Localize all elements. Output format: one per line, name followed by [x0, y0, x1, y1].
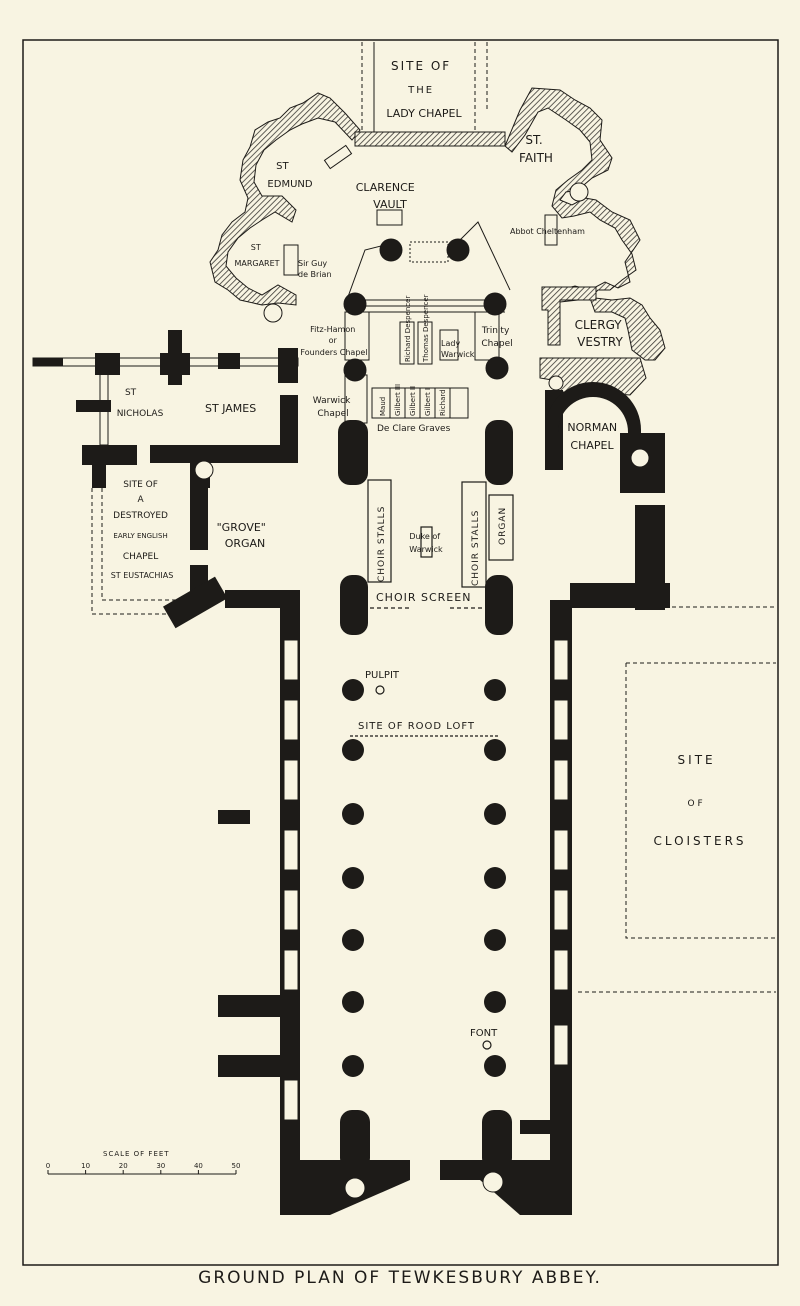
organ-case — [488, 494, 514, 561]
scale-tick-label: 40 — [194, 1162, 203, 1170]
choir-stalls-north — [367, 479, 392, 583]
svg-text:De Clare Graves: De Clare Graves — [377, 424, 451, 434]
choir-furniture — [350, 479, 514, 1050]
label-lady-chapel-1: SITE OF — [391, 59, 451, 73]
svg-text:CHOIR STALLS: CHOIR STALLS — [471, 510, 481, 586]
svg-text:ORGAN: ORGAN — [498, 507, 508, 545]
svg-text:CLARENCE VAULT: CLARENCE VAULT — [356, 181, 419, 211]
svg-text:SCALE OF FEET: SCALE OF FEET — [103, 1150, 170, 1158]
svg-text:Trinity Chapel: Trinity Chapel — [481, 326, 513, 349]
svg-text:CHOIR SCREEN: CHOIR SCREEN — [376, 591, 471, 604]
svg-text:SITE OF A DESTROYE: SITE OF A DESTROYED EARLY ENGLISH CHAPEL… — [111, 480, 174, 580]
scale-tick-label: 0 — [46, 1162, 50, 1170]
svg-text:Richard Despencer: Richard Despencer — [404, 296, 412, 362]
scale-tick-label: 10 — [81, 1162, 90, 1170]
nave-pier — [484, 929, 506, 951]
svg-text:Thomas Despencer: Thomas Despencer — [422, 294, 430, 363]
svg-text:Abbot Cheltenham: Abbot Cheltenham — [510, 227, 585, 236]
svg-text:PULPIT: PULPIT — [365, 670, 400, 681]
nave-piers — [342, 679, 506, 1077]
presbytery-piers — [343, 238, 509, 382]
scale-tick-label: 30 — [156, 1162, 165, 1170]
nave-pier — [484, 1055, 506, 1077]
nave-pier — [484, 867, 506, 889]
svg-text:Gilbert II: Gilbert II — [409, 386, 417, 416]
svg-text:FONT: FONT — [470, 1028, 498, 1039]
site-outlines — [91, 488, 776, 993]
nave-pier — [484, 679, 506, 701]
scale-tick-label: 20 — [119, 1162, 128, 1170]
nave-pier — [342, 1055, 364, 1077]
scale-bar: SCALE OF FEET 0 10 20 30 40 50 — [46, 1150, 241, 1175]
label-lady-chapel-3: LADY CHAPEL — [386, 107, 462, 120]
svg-text:"GROVE" ORGAN: "GROVE" ORGAN — [217, 521, 270, 550]
nave-pier — [342, 739, 364, 761]
nave-pier — [484, 739, 506, 761]
labels: SITE OF THE LADY CHAPEL ST EDMUND ST. FA… — [111, 59, 746, 1039]
svg-text:Sir Guy de Brian: Sir Guy de Brian — [298, 259, 332, 279]
svg-text:Fitz-Hamon or Foun: Fitz-Hamon or Founders Chapel — [300, 325, 367, 357]
svg-text:ST. FAITH: ST. FAITH — [519, 133, 553, 165]
svg-text:Duke of Warwick: Duke of Warwick — [409, 532, 443, 554]
norman-walls — [32, 330, 670, 1215]
svg-text:NORMAN CHAPEL: NORMAN CHAPEL — [567, 421, 620, 452]
svg-text:Gilbert III: Gilbert III — [394, 384, 402, 416]
svg-text:Maud: Maud — [379, 397, 387, 416]
svg-text:Gilbert I: Gilbert I — [424, 388, 432, 416]
pulpit-marker — [375, 685, 385, 695]
duke-of-warwick-tomb — [420, 526, 433, 558]
plate-border — [22, 39, 779, 1266]
choir-stalls-south — [461, 481, 487, 588]
svg-text:SITE OF CLOISTERS: SITE OF CLOISTERS — [653, 753, 746, 848]
nave-pier — [484, 991, 506, 1013]
svg-text:Lady Warwick: Lady Warwick — [441, 339, 475, 359]
label-lady-chapel-2: THE — [407, 85, 434, 96]
svg-text:CHOIR STALLS: CHOIR STALLS — [377, 506, 387, 582]
svg-text:SITE OF THE LADY C: SITE OF THE LADY CHAPEL — [386, 59, 462, 120]
svg-text:ST MARGARET: ST MARGARET — [234, 243, 279, 268]
svg-text:SITE OF ROOD LOFT: SITE OF ROOD LOFT — [358, 721, 475, 732]
svg-text:CLERGY VESTRY: CLERGY VESTRY — [575, 318, 626, 349]
svg-text:Warwick Chapel: Warwick Chapel — [313, 396, 353, 419]
svg-text:ST NICHOLAS: ST NICHOLAS — [117, 388, 164, 419]
plate-caption: GROUND PLAN OF TEWKESBURY ABBEY. — [198, 1268, 602, 1288]
svg-text:ST JAMES: ST JAMES — [205, 402, 256, 415]
nave-pier — [342, 867, 364, 889]
nave-windows — [283, 639, 569, 1121]
nave-pier — [342, 803, 364, 825]
font-marker — [482, 1040, 492, 1050]
nave-pier — [342, 679, 364, 701]
presbytery — [344, 221, 511, 424]
svg-text:Richard: Richard — [439, 389, 447, 416]
lady-chapel-site — [361, 42, 488, 133]
stair-turrets — [194, 182, 650, 1199]
svg-text:ST EDMUND: ST EDMUND — [267, 161, 312, 190]
nave-pier — [484, 803, 506, 825]
nave-pier — [342, 991, 364, 1013]
scale-tick-label: 50 — [232, 1162, 241, 1170]
nave-pier — [342, 929, 364, 951]
